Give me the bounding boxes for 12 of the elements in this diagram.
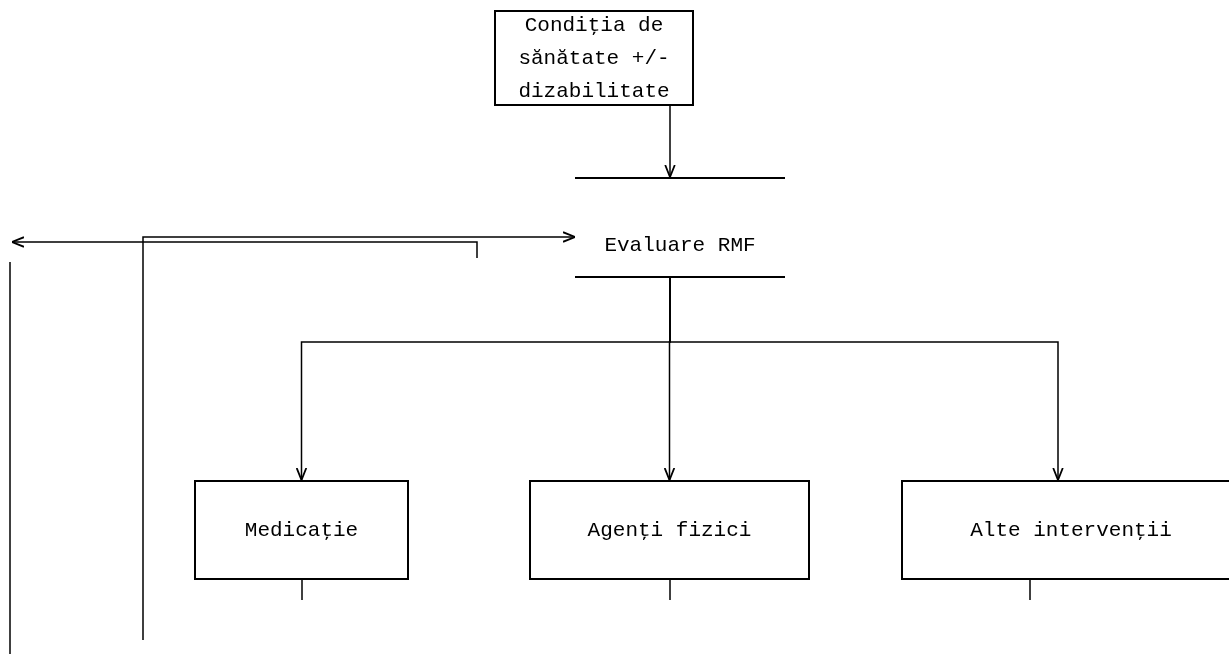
node-label: Medicaţie — [244, 517, 359, 544]
process-box — [901, 480, 1229, 580]
process-box — [494, 10, 694, 106]
node-label: Agenţi fizici — [587, 517, 752, 544]
node-label: Condiţia de sănătate +/- dizabilitate — [517, 12, 671, 105]
arrow — [142, 231, 576, 641]
process-box — [529, 480, 810, 580]
arrow — [664, 105, 676, 178]
node-label: Alte intervenţii — [970, 517, 1172, 544]
node-label: Evaluare RMF — [604, 233, 756, 259]
arrow — [669, 277, 1064, 481]
process-box — [194, 480, 409, 580]
